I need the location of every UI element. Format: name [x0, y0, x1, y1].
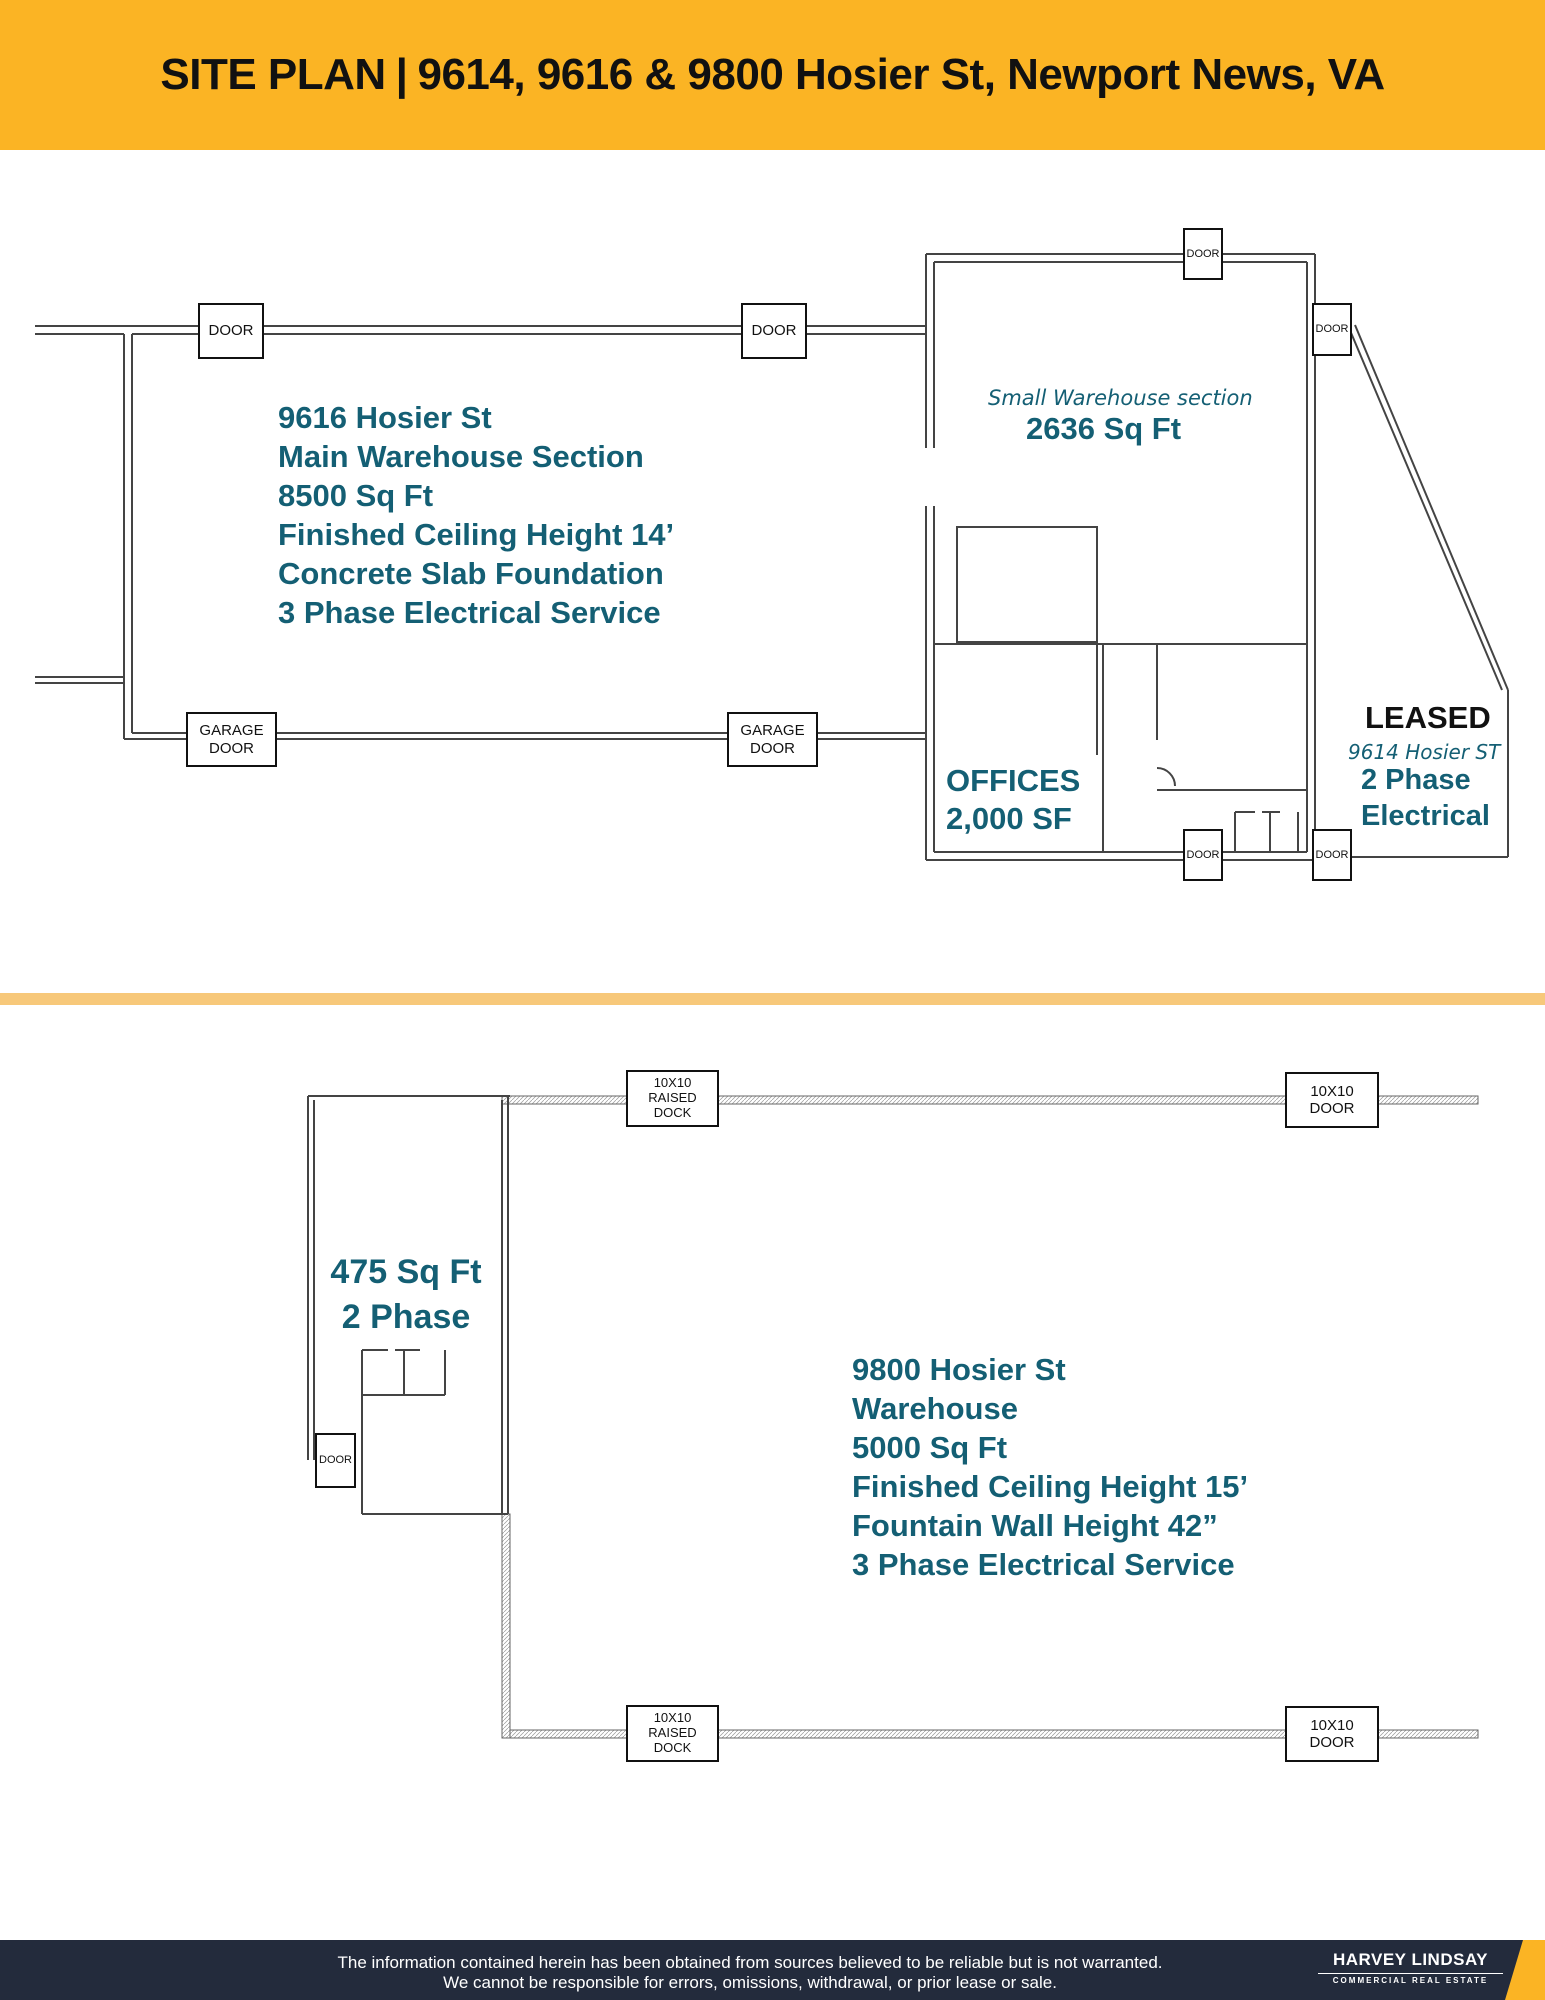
title-separator: | [395, 50, 408, 99]
annex-phase: 2 Phase [341, 1298, 471, 1336]
header-bar [0, 0, 1545, 150]
bottom-plan-walls [307, 1095, 1479, 1739]
small-warehouse-label: Small Warehouse section [988, 386, 1253, 410]
annex-door: DOOR [315, 1433, 356, 1488]
warehouse-9800-type: Warehouse [852, 1391, 1018, 1426]
door-small-warehouse-right: DOOR [1312, 303, 1352, 356]
door-top-middle: DOOR [741, 303, 807, 359]
warehouse-9800-fountain-wall: Fountain Wall Height 42” [852, 1508, 1218, 1543]
section-divider [0, 993, 1545, 1005]
main-electrical: 3 Phase Electrical Service [278, 595, 661, 630]
offices-area: 2,000 SF [946, 801, 1072, 836]
annex-label: 475 Sq Ft 2 Phase [320, 1250, 492, 1340]
logo-accent-stripe [1505, 1940, 1545, 2000]
main-ceiling-height: Finished Ceiling Height 14’ [278, 517, 675, 552]
door-leased-bottom: DOOR [1312, 829, 1352, 881]
door-top-left: DOOR [198, 303, 264, 359]
page-title: SITE PLAN | 9614, 9616 & 9800 Hosier St,… [0, 0, 1545, 150]
door-small-warehouse-top: DOOR [1183, 228, 1223, 280]
disclaimer-line-1: The information contained herein has bee… [337, 1953, 1163, 1972]
offices-label: OFFICES 2,000 SF [946, 762, 1080, 838]
leased-title: LEASED [1365, 700, 1491, 735]
leased-electrical: 2 Phase Electrical [1361, 762, 1490, 834]
leased-electrical-text: Electrical [1361, 800, 1490, 832]
main-section-name: Main Warehouse Section [278, 439, 644, 474]
offices-title: OFFICES [946, 763, 1081, 798]
main-address: 9616 Hosier St [278, 400, 492, 435]
logo-name: HARVEY LINDSAY [1332, 1950, 1488, 1969]
company-logo: HARVEY LINDSAY COMMERCIAL REAL ESTATE [1318, 1950, 1503, 1992]
leased-address: 9614 Hosier ST [1348, 740, 1501, 764]
disclaimer-line-2: We cannot be responsible for errors, omi… [443, 1973, 1057, 1992]
main-warehouse-label: 9616 Hosier St Main Warehouse Section 85… [278, 398, 674, 632]
small-warehouse-area: 2636 Sq Ft [1026, 411, 1182, 446]
disclaimer: The information contained herein has bee… [250, 1953, 1250, 1993]
leased-phase: 2 Phase [1361, 764, 1471, 796]
main-foundation: Concrete Slab Foundation [278, 556, 664, 591]
title-address: 9614, 9616 & 9800 Hosier St, Newport New… [417, 50, 1385, 99]
logo-tagline: COMMERCIAL REAL ESTATE [1318, 1973, 1503, 1985]
annex-area: 475 Sq Ft [330, 1253, 482, 1291]
warehouse-9800-label: 9800 Hosier St Warehouse 5000 Sq Ft Fini… [852, 1350, 1248, 1584]
main-area: 8500 Sq Ft [278, 478, 434, 513]
warehouse-9800-ceiling: Finished Ceiling Height 15’ [852, 1469, 1249, 1504]
footer-bar [0, 1940, 1545, 2000]
warehouse-9800-address: 9800 Hosier St [852, 1352, 1066, 1387]
title-text: SITE PLAN [160, 50, 386, 99]
door-offices-bottom: DOOR [1183, 829, 1223, 881]
warehouse-9800-electrical: 3 Phase Electrical Service [852, 1547, 1235, 1582]
warehouse-9800-area: 5000 Sq Ft [852, 1430, 1008, 1465]
